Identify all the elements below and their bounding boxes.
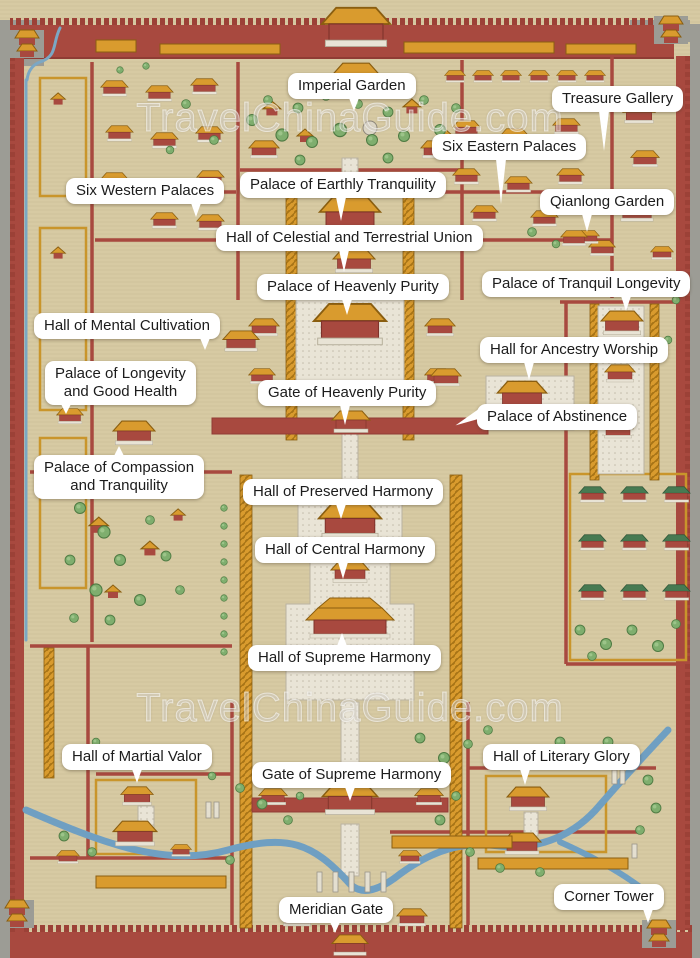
map-callout-palace-of-heavenly-purity: Palace of Heavenly Purity [257, 274, 449, 315]
callout-tail [61, 404, 72, 414]
callout-tail [329, 922, 340, 933]
callout-tail [338, 562, 349, 579]
map-callout-hall-of-literary-glory: Hall of Literary Glory [483, 744, 640, 785]
map-callout-hall-for-ancestry-worship: Hall for Ancestry Worship [480, 337, 669, 380]
callout-tail [131, 769, 142, 783]
map-callout-six-western-palaces: Six Western Palaces [66, 178, 225, 217]
map-callout-hall-of-mental-cultivation: Hall of Mental Cultivation [34, 313, 220, 350]
callout-tail [114, 446, 125, 456]
callout-tail [342, 299, 353, 315]
map-callout-palace-of-abstinence: Palace of Abstinence [453, 404, 638, 432]
north-wall-storehouses [95, 39, 637, 55]
callout-tail [190, 203, 201, 217]
callout-tail [620, 296, 631, 311]
map-callout-palace-of-tranquil-longevity: Palace of Tranquil Longevity [482, 271, 691, 311]
map-callout-qianlong-garden: Qianlong Garden [540, 189, 675, 232]
callout-tail [520, 769, 531, 785]
map-callout-corner-tower: Corner Tower [554, 884, 664, 923]
callout-tail [340, 405, 351, 425]
map-callout-meridian-gate: Meridian Gate [279, 897, 394, 933]
callout-tail [336, 504, 347, 519]
callout-tail [496, 159, 507, 204]
map-callout-palace-of-longevity-and-good-health: Palace of Longevity and Good Health [45, 361, 196, 414]
callout-tail [349, 98, 360, 111]
map-callout-hall-of-celestial-and-terrestrial-union: Hall of Celestial and Terrestrial Union [216, 225, 483, 272]
callout-tail [337, 633, 348, 646]
map-callout-treasure-gallery: Treasure Gallery [552, 86, 684, 151]
map-callout-imperial-garden: Imperial Garden [288, 73, 416, 111]
map-callout-hall-of-martial-valor: Hall of Martial Valor [62, 744, 212, 783]
bridges [205, 769, 638, 893]
callout-tail [338, 250, 349, 272]
map-callout-palace-of-compassion-and-tranquility: Palace of Compassion and Tranquility [34, 446, 205, 499]
map-callout-six-eastern-palaces: Six Eastern Palaces [432, 134, 587, 204]
callout-tail [335, 197, 346, 221]
map-callout-gate-of-supreme-harmony: Gate of Supreme Harmony [252, 762, 452, 801]
map-callout-palace-of-earthly-tranquility: Palace of Earthly Tranquility [240, 172, 446, 221]
callout-tail [200, 338, 211, 350]
callout-tail [523, 362, 534, 380]
callout-tail [581, 214, 592, 232]
map-callout-hall-of-central-harmony: Hall of Central Harmony [255, 537, 436, 579]
callout-tail [599, 111, 610, 151]
central-axis-halls [258, 6, 444, 816]
callout-tail [344, 787, 355, 801]
map-callout-hall-of-preserved-harmony: Hall of Preserved Harmony [243, 479, 444, 519]
outer-south-buildings [56, 835, 629, 889]
callout-tail [453, 406, 488, 432]
callout-tail [643, 909, 654, 923]
map-callout-hall-of-supreme-harmony: Hall of Supreme Harmony [248, 633, 441, 671]
map-callout-gate-of-heavenly-purity: Gate of Heavenly Purity [258, 380, 437, 425]
